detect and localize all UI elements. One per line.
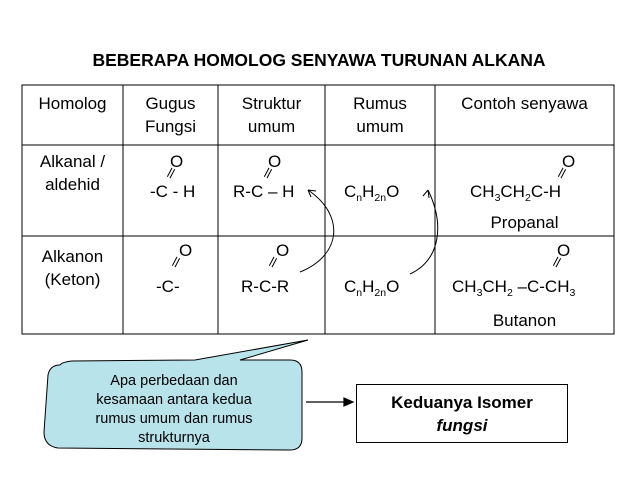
row2-contoh: CH3CH2 –C-CH3 xyxy=(452,277,576,299)
row2-rumus: CnH2nO xyxy=(344,277,400,299)
answer-box: Keduanya Isomer fungsi xyxy=(356,384,568,443)
row1-contoh: CH3CH2C-H xyxy=(470,182,562,204)
header-rumus-umum: Rumus umum xyxy=(353,94,407,136)
header-struktur-umum: Struktur umum xyxy=(241,94,302,136)
header-homolog: Homolog xyxy=(38,94,107,113)
row2-nama: Butanon xyxy=(492,311,557,330)
row1-contoh-o: O xyxy=(562,152,576,171)
row2-struktur: R-C-R xyxy=(241,277,290,296)
row2-gugus: -C- xyxy=(156,277,180,296)
arrow-struktur-to-rumus xyxy=(299,189,335,273)
row2-struktur-o: O xyxy=(276,241,290,260)
row1-struktur-o: O xyxy=(268,152,282,171)
arrow-to-answer xyxy=(306,397,355,407)
header-contoh-senyawa: Contoh senyawa xyxy=(461,94,588,113)
row2-contoh-o: O xyxy=(557,241,571,260)
row1-rumus: CnH2nO xyxy=(344,182,400,204)
page-title: BEBERAPA HOMOLOG SENYAWA TURUNAN ALKANA xyxy=(92,50,546,70)
row1-homolog: Alkanal / aldehid xyxy=(39,152,106,194)
header-gugus-fungsi: Gugus Fungsi xyxy=(144,94,197,136)
speech-bubble xyxy=(43,339,309,451)
row2-gugus-o: O xyxy=(179,241,193,260)
row2-homolog: Alkanon (Keton) xyxy=(41,247,104,289)
speech-bubble-text: Apa perbedaan dan kesamaan antara kedua … xyxy=(95,373,253,446)
arrow-rumus-to-contoh xyxy=(409,189,439,275)
row1-struktur: R-C – H xyxy=(233,182,295,201)
row1-nama: Propanal xyxy=(490,213,559,232)
row1-gugus: -C - H xyxy=(150,182,196,201)
row1-gugus-o: O xyxy=(170,152,184,171)
